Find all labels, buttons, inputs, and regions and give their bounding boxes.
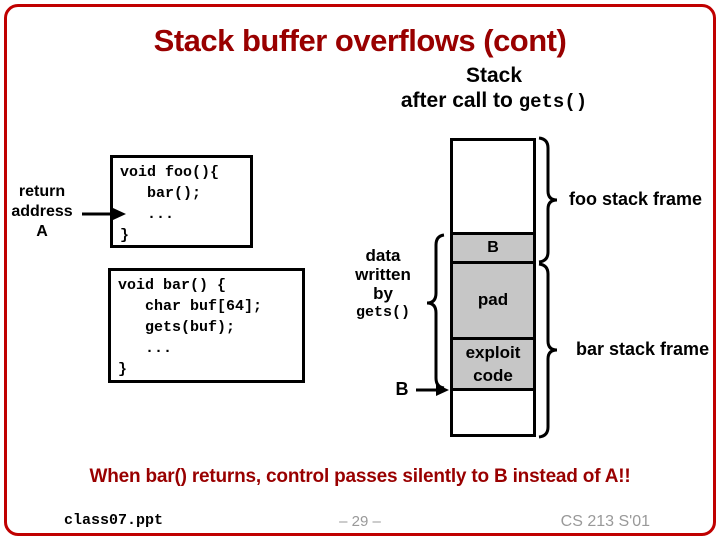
gets-inline-code: gets() (518, 91, 588, 113)
subtitle-line2: after call to gets() (372, 88, 616, 115)
return-address-label: return address A (11, 183, 73, 240)
data-written-label: data written by (355, 246, 411, 303)
conclusion-text: When bar() returns, control passes silen… (89, 466, 631, 487)
subtitle-line1: Stack (465, 64, 523, 87)
arrowhead-icon (436, 384, 449, 396)
b-pointer-label: B (395, 379, 409, 399)
slide-title: Stack buffer overflows (cont) (153, 23, 567, 58)
b-pointer-arrow (416, 384, 449, 396)
foo-stack-frame-label: foo stack frame (569, 189, 703, 209)
stack-subtitle: Stack after call to gets() (372, 63, 616, 115)
data-written-gets-code: gets() (355, 304, 410, 321)
footer-filename: class07.ppt (64, 512, 164, 529)
subtitle-line2-text: after call to (400, 89, 519, 112)
stack-cell-pad: pad (450, 261, 536, 340)
footer-page-number: – 29 – (339, 513, 381, 530)
stack-cell-b: B (450, 232, 536, 264)
bar-stack-frame-label: bar stack frame (576, 339, 710, 359)
foo-code-box: void foo(){ bar(); ... } (110, 155, 253, 248)
stack-cell-exploit-code: exploit code (450, 337, 536, 391)
bar-code-box: void bar() { char buf[64]; gets(buf); ..… (108, 268, 305, 383)
foo-frame-brace-icon (538, 136, 558, 264)
footer-course-label: CS 213 S'01 (560, 513, 650, 530)
bar-frame-brace-icon (538, 262, 558, 439)
